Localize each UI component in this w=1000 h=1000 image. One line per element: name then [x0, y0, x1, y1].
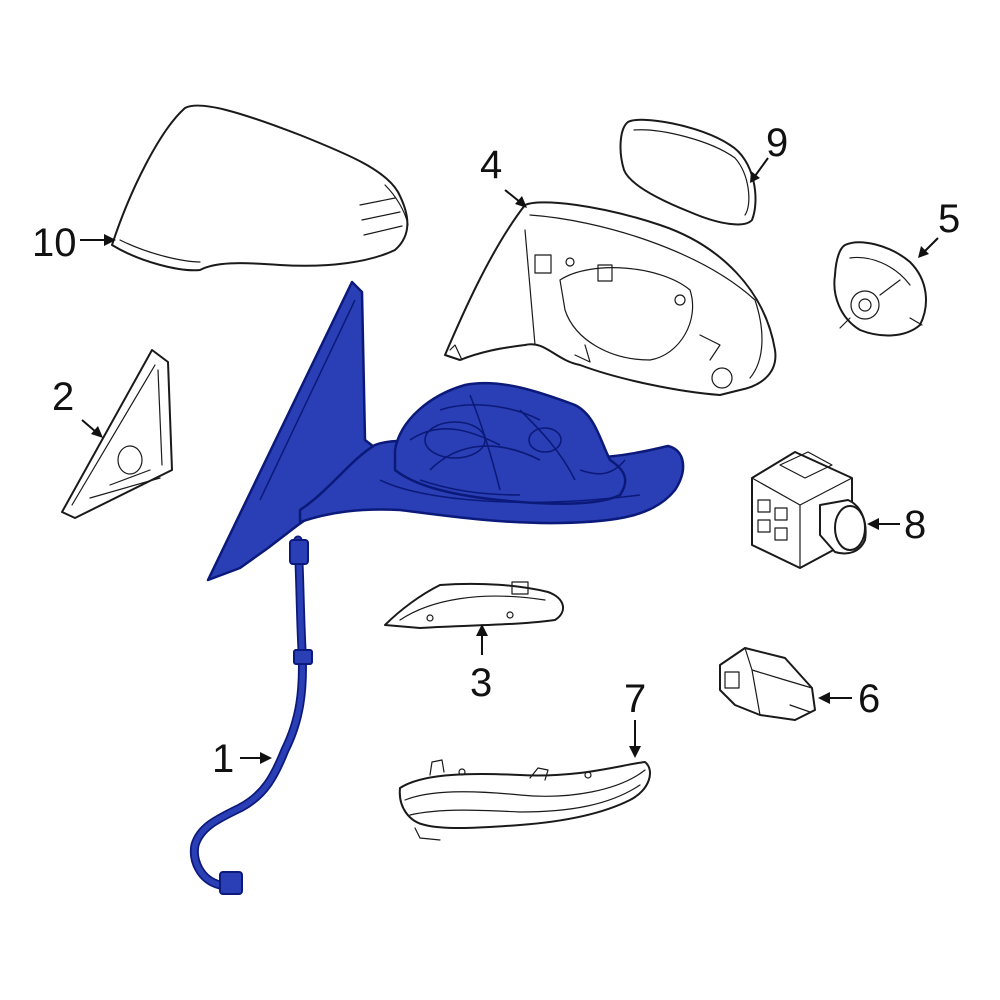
callout-8: 8 [904, 503, 926, 547]
callout-4: 4 [480, 143, 502, 187]
callout-3: 3 [470, 661, 492, 705]
callout-labels: 10 2 1 4 9 5 8 3 6 7 [32, 121, 960, 781]
part-7-turn-signal[interactable] [398, 759, 651, 841]
part-6-bracket[interactable] [719, 647, 816, 721]
part-8-camera[interactable] [751, 451, 867, 569]
part-5-actuator[interactable] [833, 241, 927, 337]
callout-7: 7 [624, 677, 646, 721]
callout-6: 6 [858, 677, 880, 721]
internal-wiring [409, 394, 626, 496]
part-9-mirror-glass[interactable] [619, 118, 757, 226]
part-4-housing[interactable] [444, 201, 777, 396]
part-10-mirror-cover[interactable] [111, 104, 409, 272]
callout-1: 1 [212, 737, 234, 781]
wiring-harness [189, 535, 307, 893]
part-1-mirror-assembly[interactable] [189, 280, 685, 895]
callout-2: 2 [52, 375, 74, 419]
part-3-bezel[interactable] [384, 581, 564, 629]
part-2-sail-cover[interactable] [61, 349, 173, 519]
callout-10: 10 [32, 221, 77, 265]
callout-5: 5 [938, 197, 960, 241]
callout-9: 9 [766, 121, 788, 165]
mirror-housing-internals [393, 381, 627, 505]
callout-leaders [80, 157, 939, 764]
